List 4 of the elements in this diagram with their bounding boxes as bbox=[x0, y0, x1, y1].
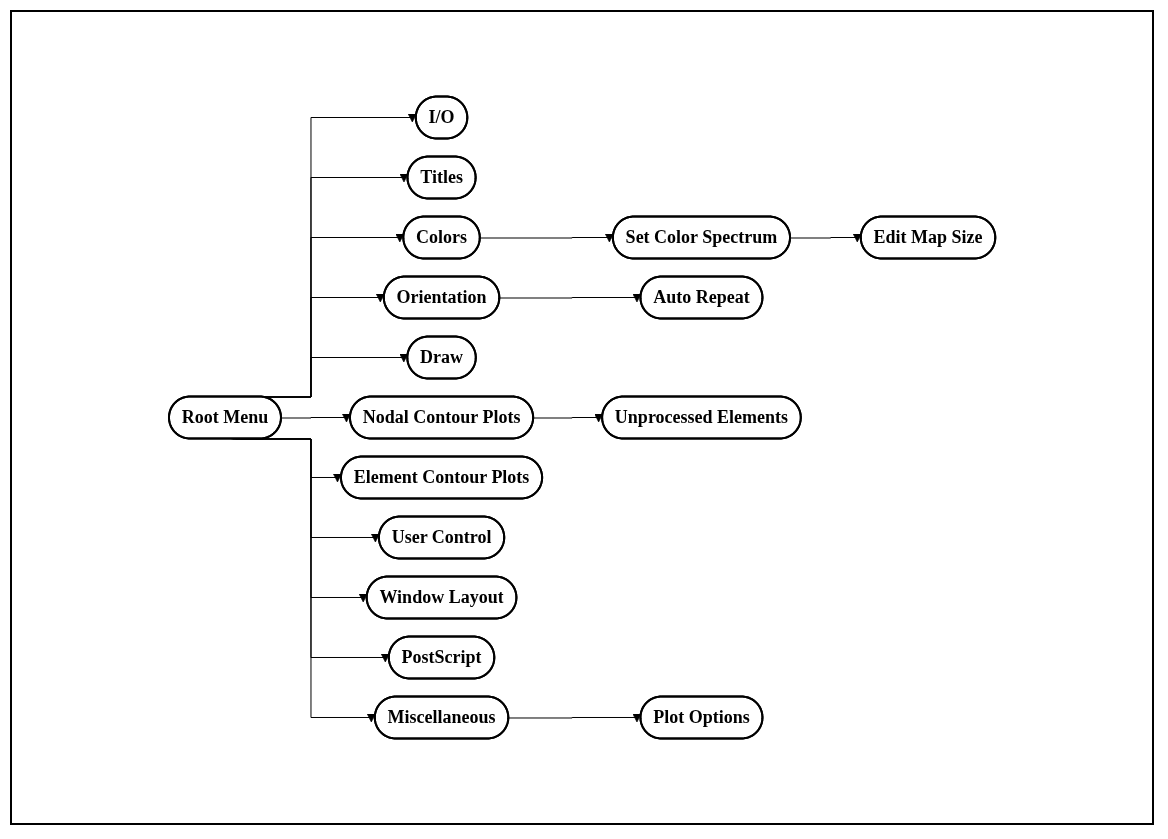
arrow bbox=[533, 413, 603, 423]
arrow bbox=[280, 413, 351, 423]
arrow bbox=[479, 233, 614, 243]
diagram-frame: Root Menu I/O Titles Colors Set Color Spectrum Edit Map Size Orientation Auto Repeat Draw Nodal Contour Plots Unprocessed Elements Element Contour Plots User Control Window Layout PostScript Miscellaneous Plot Options bbox=[10, 10, 1154, 825]
